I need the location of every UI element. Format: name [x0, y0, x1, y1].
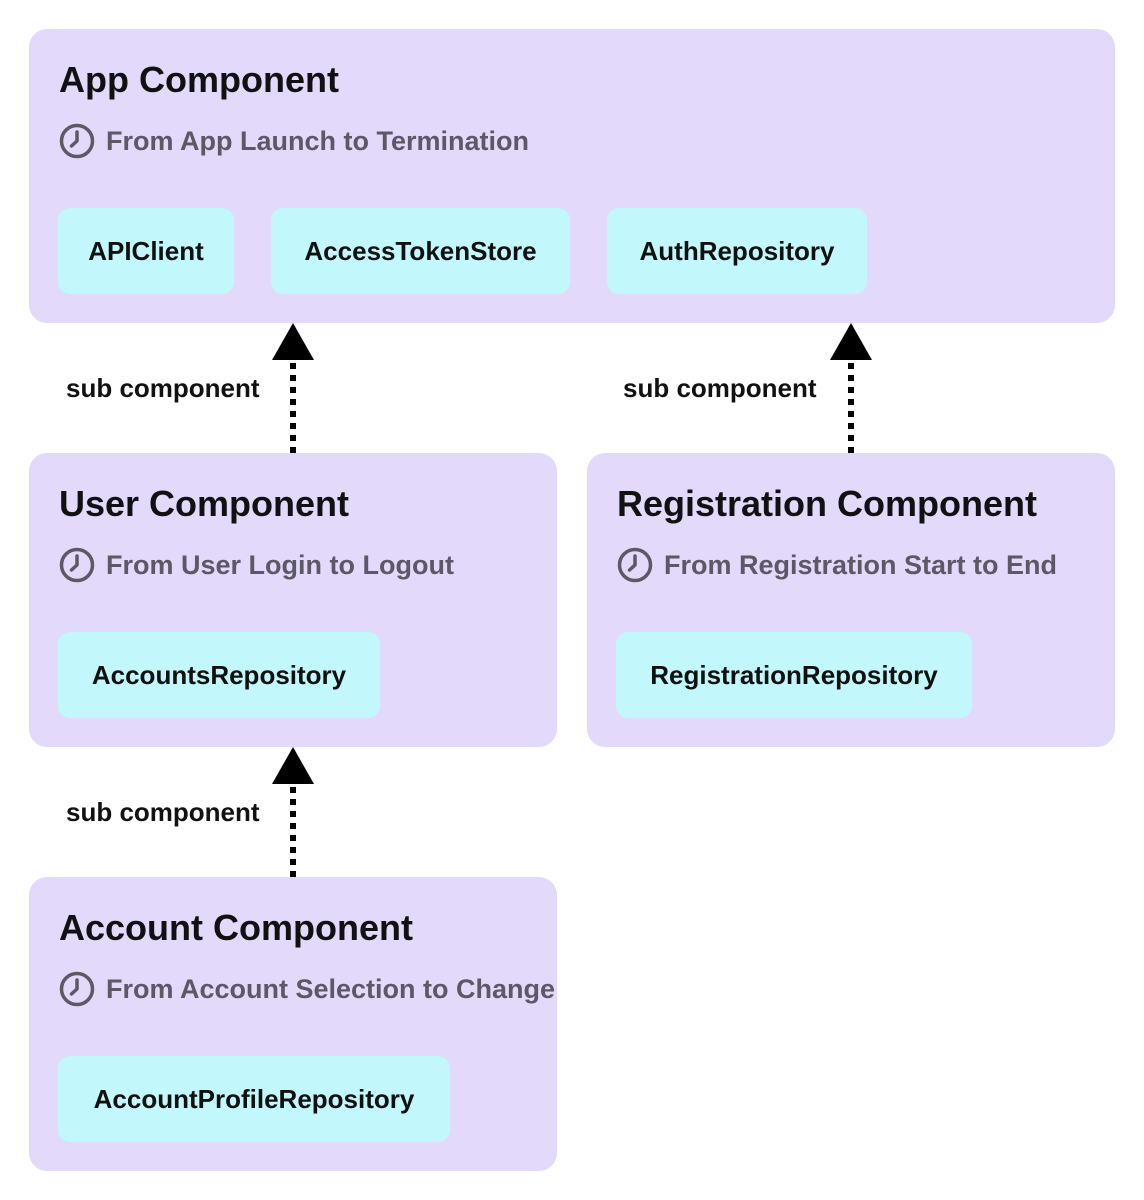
user-component-scope-text: From User Login to Logout: [106, 549, 454, 580]
registration-component-title: Registration Component: [617, 483, 1037, 524]
registration-component: Registration Component From Registration…: [587, 453, 1115, 747]
user-component-title: User Component: [59, 483, 350, 524]
dependency-accesstokenstore: AccessTokenStore: [271, 208, 570, 294]
user-component-scope: From User Login to Logout: [59, 547, 454, 583]
clock-icon: [59, 123, 95, 159]
edge-label-registration-to-app: sub component: [623, 373, 817, 403]
account-component-title: Account Component: [59, 907, 413, 948]
registration-component-scope-text: From Registration Start to End: [664, 549, 1058, 580]
edge-account-to-user: [272, 747, 314, 877]
user-component: User Component From User Login to Logout…: [29, 453, 557, 747]
account-component-scope-text: From Account Selection to Change: [106, 973, 556, 1004]
dependency-accountprofilerepository: AccountProfileRepository: [58, 1056, 450, 1142]
account-component-scope: From Account Selection to Change: [59, 971, 555, 1007]
app-component-title: App Component: [59, 59, 339, 100]
account-component: Account Component From Account Selection…: [29, 877, 557, 1171]
app-component-scope: From App Launch to Termination: [59, 123, 529, 159]
dependency-authrepository: AuthRepository: [607, 208, 867, 294]
dependency-accountsrepository: AccountsRepository: [58, 632, 380, 718]
app-component-scope-text: From App Launch to Termination: [106, 125, 529, 156]
clock-icon: [617, 547, 653, 583]
edge-label-account-to-user: sub component: [66, 797, 260, 827]
edge-registration-to-app: [830, 323, 872, 453]
clock-icon: [59, 971, 95, 1007]
app-component: App Component From App Launch to Termina…: [29, 29, 1115, 323]
clock-icon: [59, 547, 95, 583]
dependency-apiclient: APIClient: [58, 208, 234, 294]
dependency-registrationrepository: RegistrationRepository: [616, 632, 972, 718]
registration-component-scope: From Registration Start to End: [617, 547, 1057, 583]
edge-label-user-to-app: sub component: [66, 373, 260, 403]
edge-user-to-app: [272, 323, 314, 453]
